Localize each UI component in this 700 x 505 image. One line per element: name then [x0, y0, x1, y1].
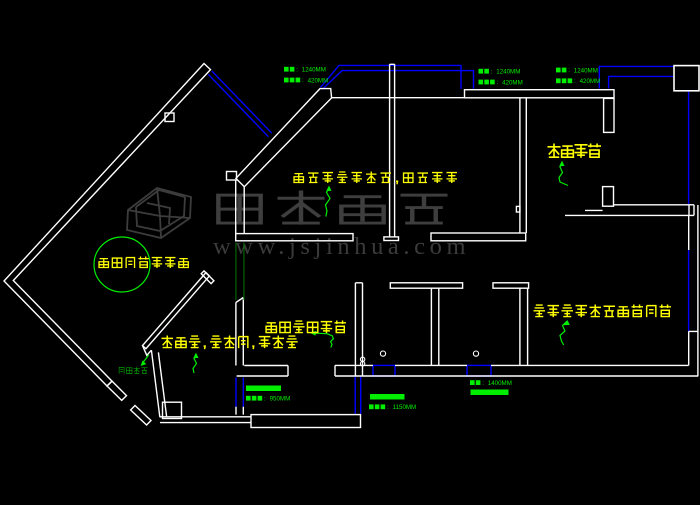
svg-text::: : — [482, 381, 484, 387]
svg-text::: : — [264, 396, 266, 402]
svg-text::: : — [497, 80, 499, 86]
svg-text:1400MM: 1400MM — [488, 380, 512, 387]
svg-text:1240MM: 1240MM — [302, 67, 326, 74]
svg-text:1150MM: 1150MM — [393, 404, 417, 411]
svg-text:950MM: 950MM — [270, 396, 291, 403]
svg-text::: : — [574, 79, 576, 85]
svg-text:420MM: 420MM — [308, 77, 329, 84]
svg-text:420MM: 420MM — [580, 78, 601, 85]
svg-text:www.jsjinhua.com: www.jsjinhua.com — [213, 233, 470, 260]
svg-text::: : — [568, 68, 570, 74]
svg-text:420MM: 420MM — [502, 79, 523, 86]
svg-text:1240MM: 1240MM — [496, 69, 520, 76]
svg-text:1240MM: 1240MM — [574, 67, 598, 74]
svg-text::: : — [296, 67, 298, 73]
svg-text::: : — [302, 78, 304, 84]
svg-text::: : — [387, 405, 389, 411]
svg-text::: : — [491, 69, 493, 75]
